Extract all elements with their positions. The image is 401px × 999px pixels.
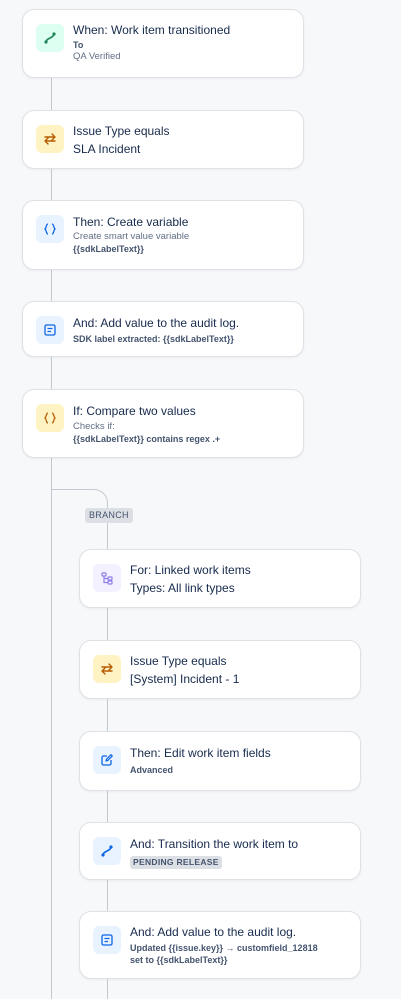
edit-fields-card[interactable]: Then: Edit work item fields Advanced (79, 731, 361, 791)
create-variable-desc: Create smart value variable (73, 231, 190, 242)
connector-line (51, 269, 52, 301)
linked-items-value: Types: All link types (130, 581, 235, 595)
branch-connector (51, 489, 108, 509)
connector-line (51, 356, 52, 389)
hierarchy-icon (93, 564, 121, 592)
branch-label: BRANCH (85, 508, 133, 523)
audit-log-line-2: set to {{sdkLabelText}} (130, 955, 228, 965)
connector-line (107, 790, 108, 823)
condition-title-2: Issue Type equals (130, 654, 227, 668)
trigger-value: QA Verified (73, 51, 121, 62)
swap-icon (36, 125, 64, 153)
audit-log-card-2[interactable]: And: Add value to the audit log. Updated… (79, 911, 361, 979)
connector-line (51, 168, 52, 201)
transition-title: And: Transition the work item to (130, 837, 299, 851)
swap-icon (93, 655, 121, 683)
audit-log-title-2: And: Add value to the audit log. (130, 925, 297, 939)
edit-fields-title: Then: Edit work item fields (130, 746, 271, 760)
compare-desc: Checks if: (73, 421, 115, 432)
condition-card[interactable]: Issue Type equals SLA Incident (22, 110, 304, 169)
linked-items-title: For: Linked work items (130, 563, 251, 577)
transition-icon (36, 24, 64, 52)
connector-line (107, 698, 108, 732)
audit-log-value: SDK label extracted: {{sdkLabelText}} (73, 334, 234, 344)
trigger-label: To (73, 40, 84, 50)
transition-card[interactable]: And: Transition the work item to PENDING… (79, 822, 361, 880)
create-variable-title: Then: Create variable (73, 215, 189, 229)
connector-line (107, 520, 108, 549)
braces-icon (36, 404, 64, 432)
braces-icon (36, 215, 64, 243)
connector-line (51, 457, 52, 999)
trigger-card[interactable]: When: Work item transitioned To QA Verif… (22, 9, 304, 78)
document-icon (93, 926, 121, 954)
document-icon (36, 316, 64, 344)
condition-value-2: [System] Incident - 1 (130, 672, 240, 686)
linked-items-card[interactable]: For: Linked work items Types: All link t… (79, 549, 361, 608)
compare-value: {{sdkLabelText}} contains regex .+ (73, 434, 221, 444)
edit-fields-value: Advanced (130, 765, 174, 775)
create-variable-card[interactable]: Then: Create variable Create smart value… (22, 200, 304, 270)
compare-title: If: Compare two values (73, 404, 196, 418)
connector-line (107, 879, 108, 912)
compare-card[interactable]: If: Compare two values Checks if: {{sdkL… (22, 389, 304, 458)
create-variable-value: {{sdkLabelText}} (73, 244, 144, 254)
status-lozenge: PENDING RELEASE (130, 856, 222, 869)
audit-log-title: And: Add value to the audit log. (73, 316, 240, 330)
transition-icon (93, 837, 121, 865)
edit-icon (93, 746, 121, 774)
connector-line (51, 77, 52, 111)
connector-line (107, 607, 108, 641)
audit-log-card[interactable]: And: Add value to the audit log. SDK lab… (22, 301, 304, 357)
trigger-title: When: Work item transitioned (73, 23, 231, 37)
connector-line (107, 978, 108, 999)
audit-log-line-1: Updated {{issue.key}} → customfield_1281… (130, 943, 318, 953)
condition-value: SLA Incident (73, 142, 141, 156)
condition-title: Issue Type equals (73, 124, 170, 138)
condition-card-2[interactable]: Issue Type equals [System] Incident - 1 (79, 640, 361, 699)
